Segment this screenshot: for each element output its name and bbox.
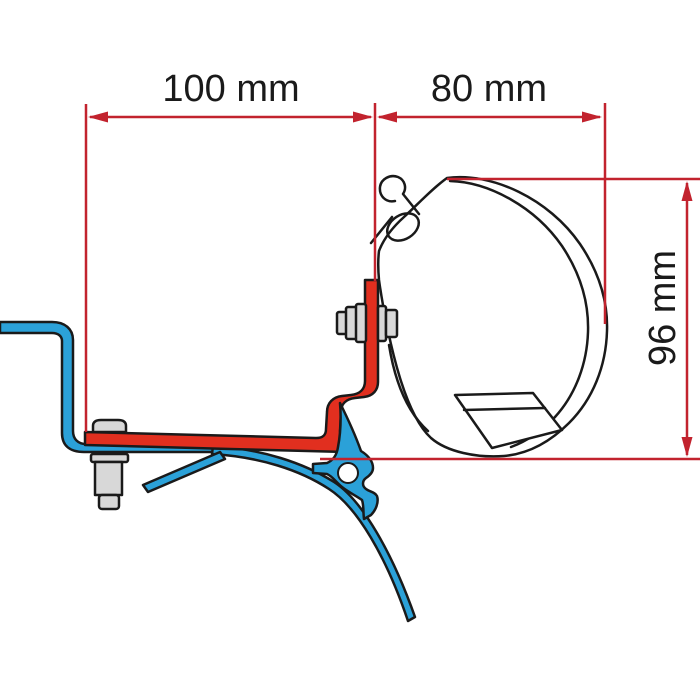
dim-label-96mm: 96 mm xyxy=(642,250,684,366)
lower-bolt-body xyxy=(93,460,124,497)
arrowhead-up xyxy=(681,181,693,201)
lower-bolt-tip xyxy=(97,493,121,511)
adapter-bracket xyxy=(83,278,380,457)
dimension-annotations: 100 mm 80 mm 96 mm xyxy=(84,68,700,461)
awning-case xyxy=(369,174,609,458)
awning-case-inner-wall xyxy=(387,343,430,433)
dim-label-100mm: 100 mm xyxy=(162,68,299,110)
roof-sheet-flange xyxy=(141,450,227,494)
awning-rail-channel-hole xyxy=(337,462,359,484)
mounting-hook xyxy=(369,174,421,245)
adapter-bracket-profile xyxy=(83,278,380,457)
upper-bolt xyxy=(335,302,399,344)
vehicle-roof-profile xyxy=(0,320,417,623)
roof-sheet-curve xyxy=(210,444,417,623)
hook-curl xyxy=(378,174,421,216)
flap-panel xyxy=(453,391,564,450)
arrowhead-left xyxy=(88,111,108,123)
awning-flap xyxy=(453,391,564,450)
hook-loop xyxy=(385,212,421,242)
arrowhead-down xyxy=(681,437,693,457)
arrowhead-right xyxy=(582,111,602,123)
dimension-100mm: 100 mm xyxy=(88,68,373,123)
upper-bolt-nut-right xyxy=(384,308,399,339)
lower-bolt-head xyxy=(91,418,128,434)
flap-fold-line xyxy=(462,406,547,412)
lower-bolt xyxy=(89,418,130,511)
awning-case-outline xyxy=(377,175,609,458)
dimension-96mm: 96 mm xyxy=(642,181,693,457)
arrowhead-right xyxy=(353,111,373,123)
dimension-80mm: 80 mm xyxy=(377,68,602,123)
dim-label-80mm: 80 mm xyxy=(431,68,547,110)
awning-rail-profile xyxy=(311,401,379,521)
upper-bolt-washer-left xyxy=(354,302,368,344)
awning-rail xyxy=(311,401,379,521)
arrowhead-left xyxy=(377,111,397,123)
